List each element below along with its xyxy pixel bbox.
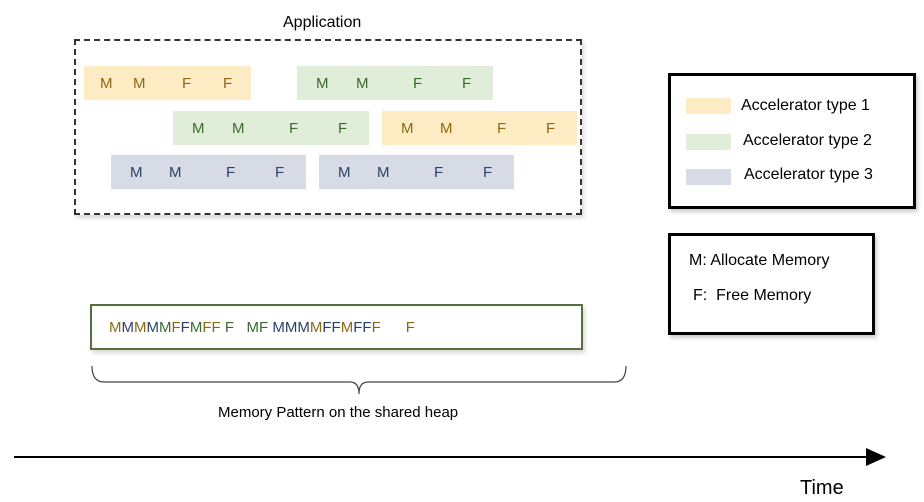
free-marker: F xyxy=(289,120,299,137)
allocate-marker: M xyxy=(316,75,329,92)
heap-event: M xyxy=(121,319,135,336)
free-marker: F xyxy=(434,164,444,181)
time-axis-arrow xyxy=(14,448,886,466)
allocate-marker: M xyxy=(169,164,182,181)
free-marker: F xyxy=(226,164,236,181)
heap-event: M xyxy=(134,319,147,336)
heap-event: F xyxy=(211,319,221,336)
heap-event: F xyxy=(220,319,239,336)
allocate-marker: M xyxy=(130,164,143,181)
heap-event: M xyxy=(272,319,285,336)
heap-event: M xyxy=(309,319,323,336)
legend-swatch-type-3 xyxy=(686,169,731,185)
heap-event: F xyxy=(353,319,363,336)
free-marker: F xyxy=(483,164,493,181)
heap-event: F xyxy=(171,319,181,336)
legend-label-type-1: Accelerator type 1 xyxy=(741,97,870,114)
allocate-marker: M xyxy=(440,120,453,137)
free-marker: F xyxy=(413,75,423,92)
legend-box: Accelerator type 1 Accelerator type 2 Ac… xyxy=(668,73,916,209)
heap-event: F xyxy=(371,319,381,336)
free-marker: F xyxy=(275,164,285,181)
free-marker: F xyxy=(182,75,192,92)
key-free-label: F: Free Memory xyxy=(693,287,812,304)
heap-sequence: MMMMMFFMFF F MF MMMMFFMFFF F xyxy=(109,319,415,336)
heap-event: M xyxy=(238,319,260,336)
key-box: M: Allocate Memory F: Free Memory xyxy=(668,233,875,335)
heap-event: M xyxy=(159,319,172,336)
application-box: M M F F M M F F M M F F M M F F M M F F M M F F xyxy=(74,39,582,215)
legend-label-type-3: Accelerator type 3 xyxy=(744,166,873,183)
heap-event: M xyxy=(284,319,298,336)
free-marker: F xyxy=(497,120,507,137)
heap-event: F xyxy=(259,319,273,336)
allocate-marker: M xyxy=(356,75,369,92)
allocate-marker: M xyxy=(133,75,146,92)
legend-swatch-type-2 xyxy=(686,134,731,150)
heap-event: F xyxy=(380,319,415,336)
heap-event: F xyxy=(322,319,332,336)
heap-event: F xyxy=(362,319,372,336)
allocate-marker: M xyxy=(232,120,245,137)
heap-event: M xyxy=(297,319,310,336)
heap-event: F xyxy=(331,319,341,336)
legend-label-type-2: Accelerator type 2 xyxy=(743,132,872,149)
heap-event: F xyxy=(202,319,212,336)
allocate-marker: M xyxy=(401,120,414,137)
heap-event: M xyxy=(340,319,354,336)
allocate-marker: M xyxy=(100,75,113,92)
time-axis-label: Time xyxy=(800,477,844,499)
key-allocate-label: M: Allocate Memory xyxy=(689,252,830,269)
allocate-marker: M xyxy=(377,164,390,181)
free-marker: F xyxy=(462,75,472,92)
heap-event: F xyxy=(180,319,190,336)
heap-brace xyxy=(91,365,627,395)
heap-caption: Memory Pattern on the shared heap xyxy=(218,404,459,421)
free-marker: F xyxy=(223,75,233,92)
legend-swatch-type-1 xyxy=(686,98,731,114)
heap-event: M xyxy=(146,319,160,336)
heap-event: M xyxy=(109,319,122,336)
free-marker: F xyxy=(546,120,556,137)
allocate-marker: M xyxy=(338,164,351,181)
heap-event: M xyxy=(189,319,203,336)
application-title: Application xyxy=(283,14,362,31)
heap-box: MMMMMFFMFF F MF MMMMFFMFFF F xyxy=(90,304,583,350)
allocate-marker: M xyxy=(192,120,205,137)
free-marker: F xyxy=(338,120,348,137)
